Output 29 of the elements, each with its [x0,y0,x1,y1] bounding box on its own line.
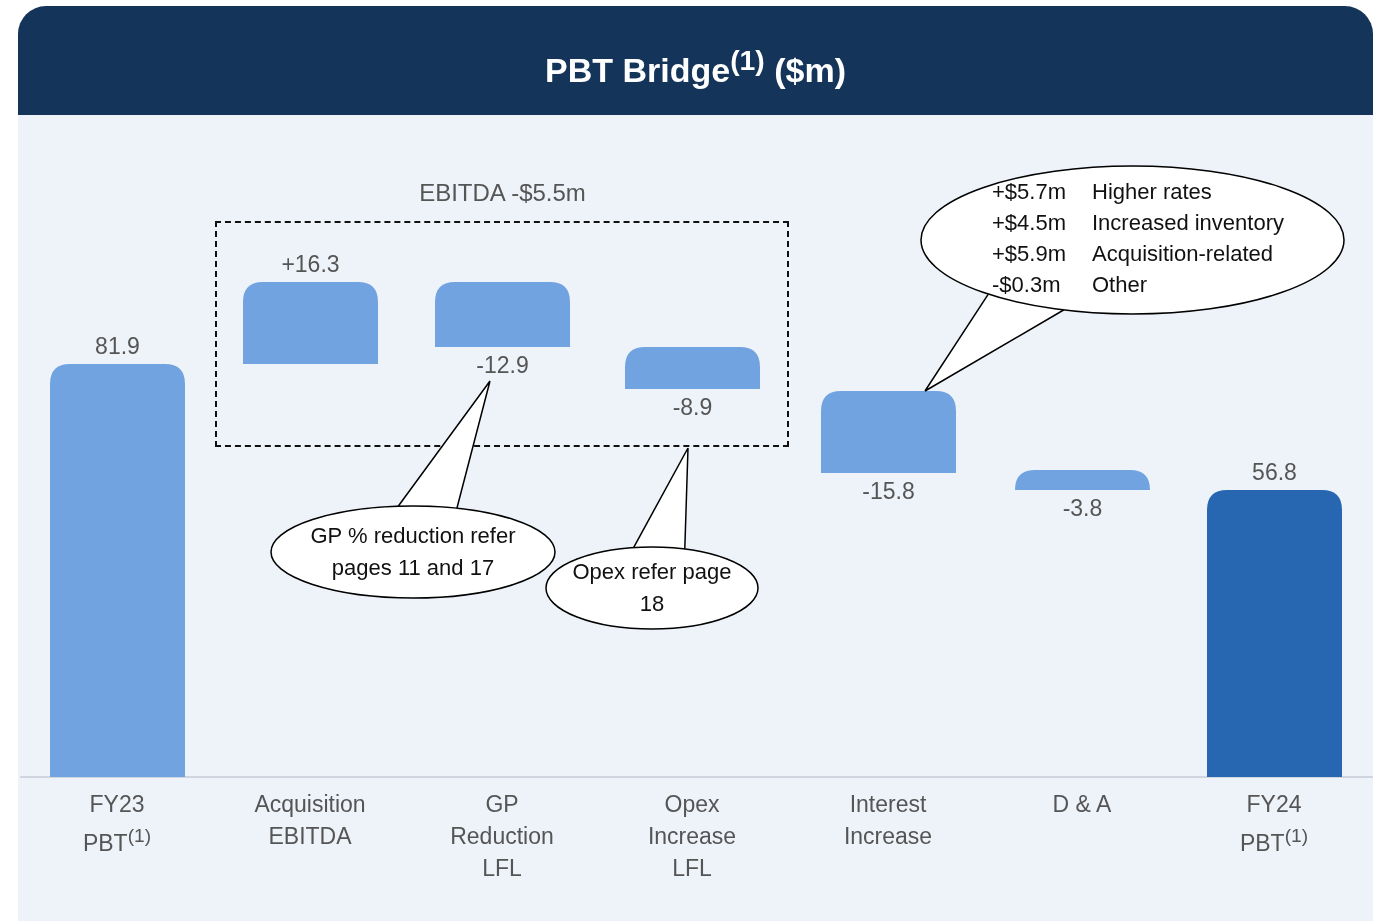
callout-text: +$4.5m [992,209,1066,237]
group-heading: EBITDA -$5.5m [419,178,586,208]
callout-text: -$0.3m [992,271,1061,299]
axis-label: Opex Increase LFL [646,790,738,883]
axis-label: FY24 PBT$^{(1)}$ [1238,790,1310,858]
callout-text: Higher rates [1092,178,1212,206]
callout-text: Increased inventory [1092,209,1284,237]
callout-text: Acquisition-related [1092,240,1273,268]
value-label: +16.3 [280,250,341,279]
value-label: 81.9 [94,332,141,361]
callout-text: Other [1092,271,1148,299]
value-label: 56.8 [1251,458,1298,487]
callout-text: +$5.9m [992,240,1066,268]
callout-text: Opex refer page 18 [571,558,733,618]
callout-pointer [632,447,689,550]
value-label: -15.8 [861,477,916,506]
chart-title: PBT Bridge$^{(1)}$ ($m) [545,44,846,91]
axis-label: GP Reduction LFL [449,790,555,883]
axis-label: D & A [1051,790,1113,819]
callout-pointer [397,380,491,510]
value-label: -12.9 [475,351,530,380]
value-label: -8.9 [671,393,714,422]
callout-text: GP % reduction refer pages 11 and 17 [309,522,517,582]
axis-label: FY23 PBT$^{(1)}$ [81,790,153,858]
callout-pointer [924,293,1065,392]
callout-text: +$5.7m [992,178,1066,206]
axis-label: Acquisition EBITDA [253,790,367,851]
value-label: -3.8 [1061,494,1104,523]
axis-label: Interest Increase [842,790,934,851]
